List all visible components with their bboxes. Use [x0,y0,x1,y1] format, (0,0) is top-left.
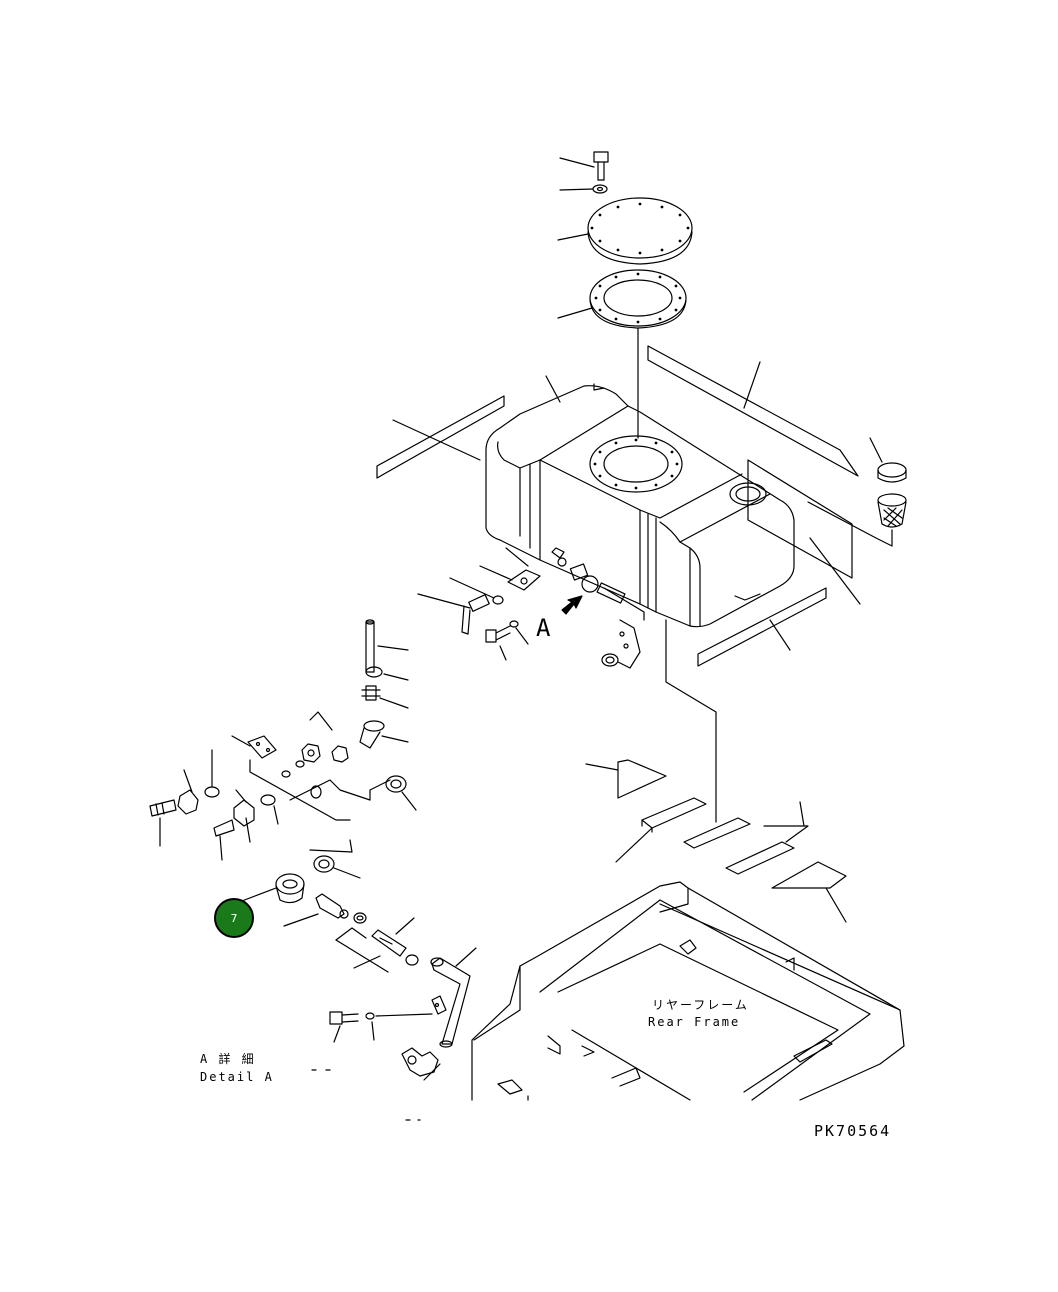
drawing-id: PK70564 [814,1122,892,1140]
leader-dashes [311,1069,421,1121]
hose-brace [335,927,389,973]
rear-frame-label-en: Rear Frame [648,1015,741,1029]
plate-gasket-detail [231,735,351,821]
drain-pipe [430,947,477,1048]
drain-cock [283,893,349,927]
valve-body [275,873,305,904]
plug-fitting-1 [177,769,199,815]
pipe-bracket [431,995,447,1015]
mounting-bracket [479,547,541,591]
pad-rect-1 [615,797,707,863]
drain-valve-assembly [551,547,717,823]
small-washer [449,577,504,605]
pad-strip-right-top [647,345,859,477]
pad-strip-right-mid [747,459,861,605]
hose-clamp-2 [353,912,367,924]
o-ring-small [281,760,305,778]
bolt-detail [329,1011,359,1043]
washer-top [559,184,608,194]
nipple-small-2 [213,819,235,861]
pad-triangle-2 [771,861,847,923]
bolt-small [485,625,511,661]
fuel-strainer [807,493,907,547]
fuel-cap [869,437,907,483]
gasket [557,269,687,439]
rear-frame-label-jp: リヤーフレーム [652,998,749,1012]
pad-strip-left [376,395,505,479]
nipple-fitting [361,685,409,709]
pad-rect-3 [725,801,809,875]
washer-large-4 [309,839,361,879]
pad-triangle-1 [585,759,667,799]
small-washer-2 [509,620,529,645]
view-marker-label: A [536,614,551,642]
elbow-fitting [417,593,490,635]
washer-large-1 [204,749,220,798]
hose-clamp-1 [365,666,409,681]
pad-strip-front [697,587,827,667]
detail-label-en: Detail A [200,1070,274,1084]
hose-tube [365,619,409,673]
hex-nut-pair [301,711,349,763]
elbow-union [359,720,409,749]
washer-small-detail [365,1012,433,1041]
washer-large-2 [260,794,279,825]
cover-plate [557,197,693,265]
spacer-ring [289,779,391,801]
fuel-tank [485,375,795,628]
union-fitting [233,789,255,843]
callout-number: 7 [230,911,238,925]
drain-valve-handle [401,1047,441,1081]
hose-segment [371,917,419,966]
detail-label-jp: A 詳 細 [200,1052,256,1066]
bolt-top [559,151,609,181]
callout-badge[interactable]: 7 [214,898,254,938]
rear-frame [471,881,905,1101]
nipple-small-1 [149,799,177,847]
pad-rect-2 [683,817,751,849]
view-arrow-icon [561,595,583,615]
washer-large-3 [385,775,417,811]
